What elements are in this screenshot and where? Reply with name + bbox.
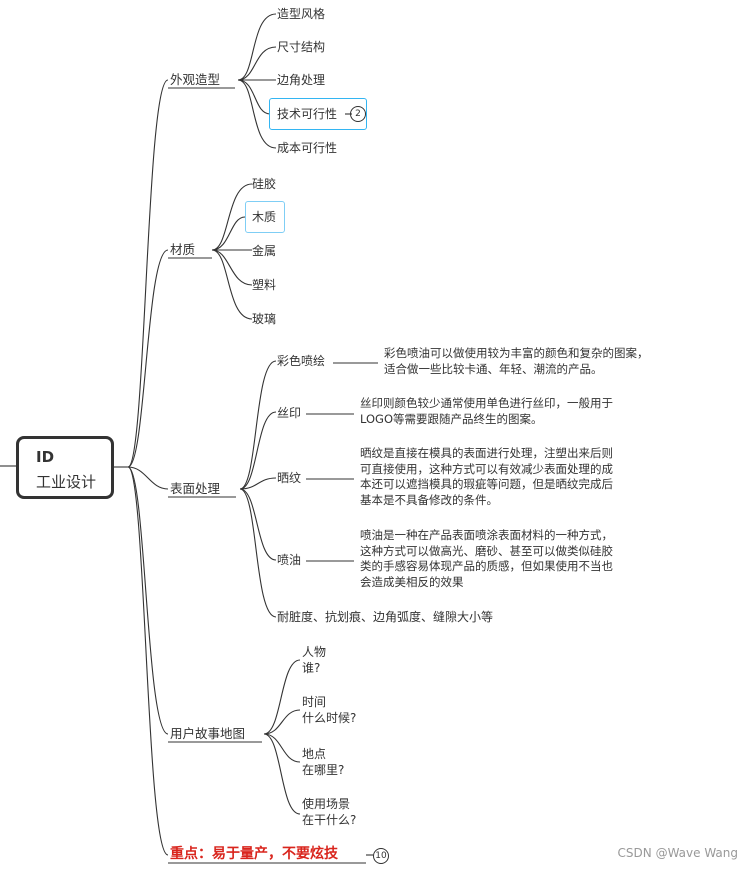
branch-material[interactable]: 材质 (170, 242, 196, 257)
story-item-title[interactable]: 地点 (302, 747, 327, 761)
appearance-item[interactable]: 成本可行性 (277, 141, 338, 155)
appearance-item[interactable]: 边角处理 (277, 73, 326, 87)
material-item[interactable]: 塑料 (252, 278, 277, 292)
collapse-count-badge[interactable]: 10 (373, 848, 389, 864)
story-item-subtitle: 什么时候? (302, 711, 357, 725)
surface-item[interactable]: 丝印 (277, 406, 302, 420)
selected-topic-frame[interactable] (269, 98, 367, 130)
root-title: ID (36, 448, 55, 466)
branch-surface[interactable]: 表面处理 (170, 481, 221, 496)
branch-key-point[interactable]: 重点：易于量产，不要炫技 (170, 846, 338, 862)
surface-item[interactable]: 晒纹 (277, 471, 302, 485)
surface-item-description: 丝印则颜色较少通常使用单色进行丝印，一般用于LOGO等需要跟随产品终生的图案。 (360, 396, 613, 426)
appearance-item[interactable]: 造型风格 (277, 7, 326, 21)
material-item[interactable]: 金属 (252, 244, 277, 258)
branch-appearance[interactable]: 外观造型 (170, 72, 221, 87)
material-item[interactable]: 木质 (252, 210, 277, 224)
collapse-count-badge[interactable]: 2 (350, 106, 366, 122)
appearance-item[interactable]: 尺寸结构 (277, 40, 326, 54)
material-item[interactable]: 硅胶 (252, 177, 277, 191)
story-item-subtitle: 谁? (302, 661, 321, 675)
surface-item[interactable]: 彩色喷绘 (277, 354, 326, 368)
surface-item-description: 晒纹是直接在模具的表面进行处理，注塑出来后则可直接使用，这种方式可以有效减少表面… (360, 446, 613, 507)
story-item-subtitle: 在干什么? (302, 813, 357, 827)
branch-story[interactable]: 用户故事地图 (170, 726, 246, 741)
story-item-title[interactable]: 时间 (302, 695, 327, 709)
highlight-topic-frame[interactable] (245, 201, 285, 233)
surface-item[interactable]: 喷油 (277, 553, 302, 567)
story-item-subtitle: 在哪里? (302, 763, 345, 777)
surface-item-description: 喷油是一种在产品表面喷涂表面材料的一种方式，这种方式可以做高光、磨砂、甚至可以做… (360, 528, 613, 589)
story-item-title[interactable]: 人物 (302, 645, 327, 659)
watermark: CSDN @Wave Wang (617, 846, 738, 860)
surface-extra-item[interactable]: 耐脏度、抗划痕、边角弧度、缝隙大小等 (277, 610, 494, 624)
story-item-title[interactable]: 使用场景 (302, 797, 351, 811)
root-subtitle: 工业设计 (36, 473, 97, 491)
material-item[interactable]: 玻璃 (252, 312, 277, 326)
root-topic[interactable]: ID 工业设计 (16, 436, 114, 499)
surface-item-description: 彩色喷油可以做使用较为丰富的颜色和复杂的图案，适合做一些比较卡通、年轻、潮流的产… (384, 346, 649, 376)
appearance-item-selected[interactable]: 技术可行性 (277, 107, 338, 121)
